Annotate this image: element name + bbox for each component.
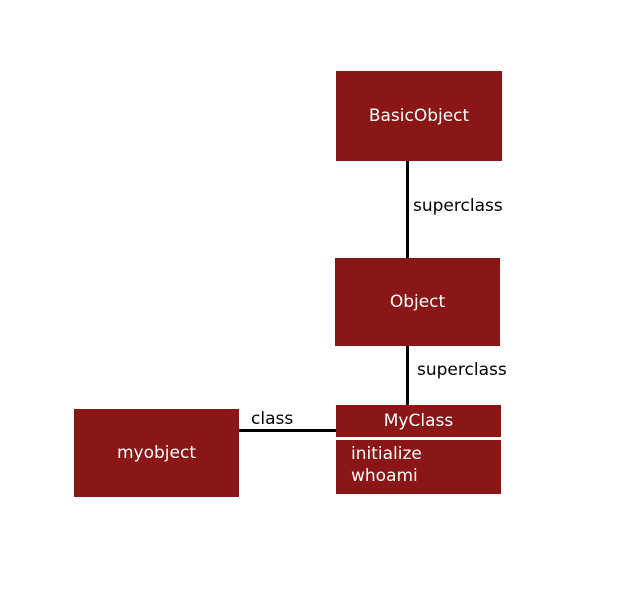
object-node: Object <box>335 258 500 346</box>
class-label: class <box>251 409 294 429</box>
superclass-edge-object-myclass <box>406 346 409 405</box>
method-whoami: whoami <box>351 466 418 486</box>
myobject-label: myobject <box>116 443 196 463</box>
method-initialize: initialize <box>351 444 422 464</box>
basicobject-node: BasicObject <box>336 71 502 161</box>
myclass-methods-compartment: initialize whoami <box>336 440 501 494</box>
superclass-label: superclass <box>417 360 507 380</box>
class-edge-myobject-myclass <box>239 429 336 432</box>
superclass-label: superclass <box>413 196 503 216</box>
object-label: Object <box>389 292 446 312</box>
myclass-header: MyClass <box>336 405 501 437</box>
superclass-edge-basicobject-object <box>406 161 409 258</box>
myclass-name: MyClass <box>383 411 454 431</box>
basicobject-label: BasicObject <box>368 106 470 126</box>
myobject-node: myobject <box>74 409 239 497</box>
